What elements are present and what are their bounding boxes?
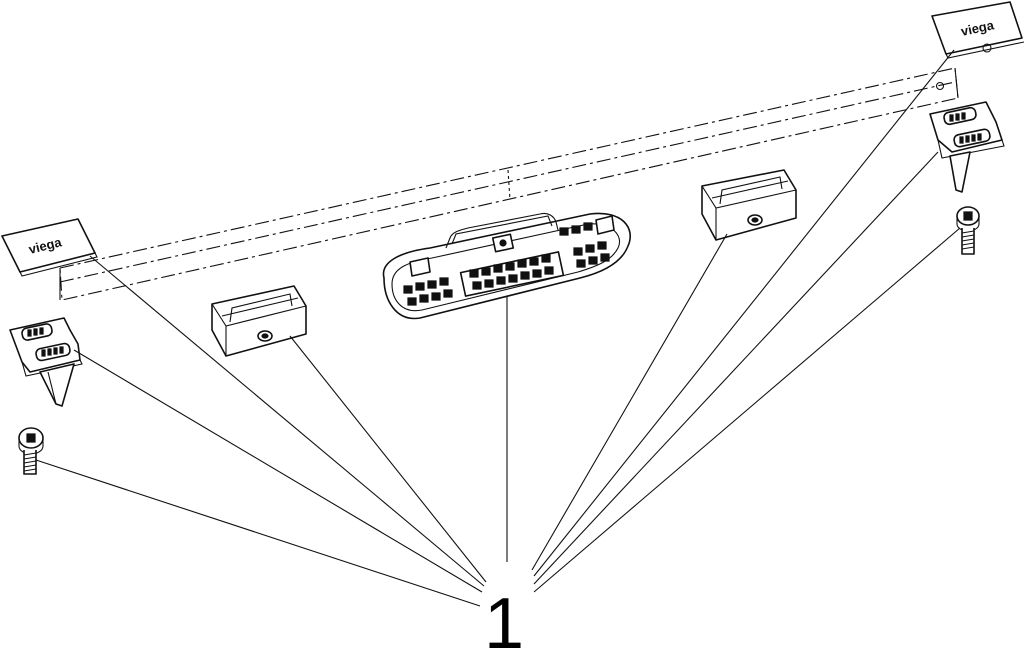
callout-number: 1 [484, 584, 524, 650]
leader-lines [35, 49, 961, 607]
leader-line-bracket-left [73, 349, 483, 593]
screw-left [18, 427, 44, 475]
leader-line-screw-left [35, 459, 481, 607]
leader-line-bracket-right [533, 151, 939, 585]
plate-cell-grid [403, 222, 610, 306]
logo-plate-left: viega [1, 218, 98, 277]
leader-line-logo-left [89, 255, 485, 587]
bracket-right [929, 101, 1005, 193]
clamp-block-right [701, 169, 797, 241]
leader-line-clamp-right [531, 233, 728, 571]
clamp-block-left [211, 285, 307, 357]
rail-profile [59, 67, 959, 301]
leader-line-logo-right [533, 49, 955, 577]
screw-right [956, 206, 980, 255]
logo-text-right: viega [960, 17, 996, 39]
center-mounting-plate [382, 212, 631, 320]
logo-plate-right: viega [931, 1, 1024, 59]
leader-line-clamp-left [289, 335, 487, 583]
bracket-left [9, 317, 83, 407]
leader-line-screw-right [533, 227, 961, 593]
